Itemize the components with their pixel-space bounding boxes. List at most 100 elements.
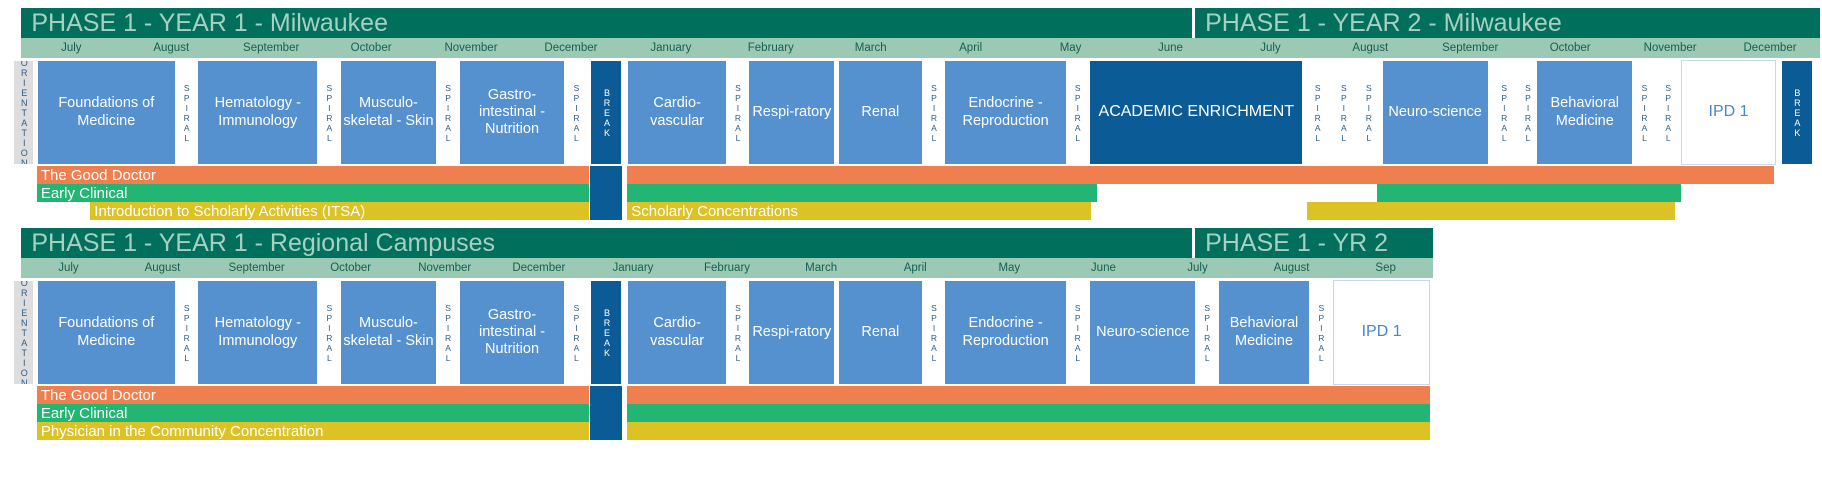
course-block-academic-enrichment[interactable]: ACADEMIC ENRICHMENT [1089, 60, 1304, 165]
course-block-break[interactable]: BREAK [590, 60, 623, 165]
course-block-respiratory[interactable]: Respi-ratory [748, 280, 836, 385]
thread-segment[interactable] [1376, 184, 1682, 202]
thread-segment[interactable]: Early Clinical [36, 184, 590, 202]
course-block-orientation[interactable]: ORIENTATION [13, 280, 35, 385]
month-label: August [1273, 262, 1310, 274]
month-label: December [544, 42, 598, 54]
course-block-spiral[interactable]: SPIRAL [1332, 60, 1355, 165]
course-block-spiral[interactable]: SPIRAL [923, 60, 945, 165]
course-block-spiral[interactable]: SPIRAL [318, 280, 340, 385]
thread-the-good-doctor: The Good Doctor [0, 386, 1822, 404]
course-block-spiral[interactable]: SPIRAL [318, 60, 340, 165]
course-block-spiral[interactable]: SPIRAL [727, 280, 749, 385]
course-block-endocrine-reproduction[interactable]: Endocrine - Reproduction [944, 60, 1067, 165]
course-block-spiral[interactable]: SPIRAL [1310, 280, 1332, 385]
month-label: August [144, 262, 181, 274]
course-block-spiral[interactable]: SPIRAL [175, 60, 198, 165]
thread-scholarly: Introduction to Scholarly Activities (IT… [0, 202, 1822, 220]
thread-segment[interactable] [590, 404, 623, 422]
course-block-spiral[interactable]: SPIRAL [1066, 280, 1089, 385]
course-block-break[interactable]: BREAK [1780, 60, 1813, 165]
course-block-spiral[interactable]: SPIRAL [923, 280, 945, 385]
month-label: October [330, 262, 372, 274]
course-block-hematology-immunology[interactable]: Hematology - Immunology [197, 60, 319, 165]
course-block-cardiovascular[interactable]: Cardio-vascular [627, 60, 728, 165]
thread-segment[interactable] [627, 404, 1431, 422]
thread-segment[interactable]: Early Clinical [36, 404, 590, 422]
course-block-behavioral-medicine[interactable]: Behavioral Medicine [1217, 280, 1311, 385]
course-block-foundations-of-medicine[interactable]: Foundations of Medicine [36, 60, 176, 165]
thread-segment[interactable] [1306, 202, 1676, 220]
course-block-foundations-of-medicine[interactable]: Foundations of Medicine [36, 280, 176, 385]
course-block-spiral[interactable]: SPIRAL [1196, 280, 1218, 385]
month-label: December [1743, 42, 1797, 54]
course-block-endocrine-reproduction[interactable]: Endocrine - Reproduction [944, 280, 1067, 385]
course-block-musculoskeletal-skin[interactable]: Musculo-skeletal - Skin [339, 60, 438, 165]
course-block-spiral[interactable]: SPIRAL [1493, 60, 1515, 165]
course-block-spiral[interactable]: SPIRAL [565, 280, 587, 385]
thread-segment[interactable] [627, 166, 1774, 184]
phase-title: PHASE 1 - YEAR 1 - Milwaukee [21, 8, 1192, 38]
thread-segment[interactable] [590, 386, 623, 404]
month-label: February [747, 42, 794, 54]
course-block-spiral[interactable]: SPIRAL [727, 60, 749, 165]
month-label: July [61, 42, 82, 54]
thread-the-good-doctor: The Good Doctor [0, 166, 1822, 184]
month-label: July [1260, 42, 1281, 54]
month-label: November [418, 262, 472, 274]
course-block-spiral[interactable]: SPIRAL [1657, 60, 1679, 165]
course-block-spiral[interactable]: SPIRAL [437, 280, 459, 385]
course-block-spiral[interactable]: SPIRAL [1066, 60, 1089, 165]
month-label: July [58, 262, 79, 274]
month-label: November [444, 42, 498, 54]
thread-segment[interactable]: The Good Doctor [36, 166, 590, 184]
course-block-orientation[interactable]: ORIENTATION [13, 60, 35, 165]
month-label: February [704, 262, 751, 274]
course-block-gastrointestinal-nutrition[interactable]: Gastro-intestinal - Nutrition [458, 280, 566, 385]
course-block-ipd-1[interactable]: IPD 1 [1332, 280, 1431, 385]
course-block-spiral[interactable]: SPIRAL [1306, 60, 1329, 165]
course-block-neuroscience[interactable]: Neuro-science [1381, 60, 1489, 165]
course-block-behavioral-medicine[interactable]: Behavioral Medicine [1536, 60, 1634, 165]
course-block-cardiovascular[interactable]: Cardio-vascular [627, 280, 728, 385]
thread-segment[interactable]: Scholarly Concentrations [627, 202, 1091, 220]
thread-segment[interactable] [627, 184, 1097, 202]
course-block-ipd-1[interactable]: IPD 1 [1681, 60, 1777, 165]
course-block-spiral[interactable]: SPIRAL [565, 60, 587, 165]
course-block-musculoskeletal-skin[interactable]: Musculo-skeletal - Skin [339, 280, 438, 385]
course-block-hematology-immunology[interactable]: Hematology - Immunology [197, 280, 319, 385]
course-block-spiral[interactable]: SPIRAL [1633, 60, 1655, 165]
course-block-gastrointestinal-nutrition[interactable]: Gastro-intestinal - Nutrition [458, 60, 566, 165]
course-block-renal[interactable]: Renal [837, 60, 924, 165]
thread-segment[interactable] [590, 202, 623, 220]
month-label: June [1090, 262, 1116, 274]
month-label: December [512, 262, 566, 274]
month-label: August [1352, 42, 1389, 54]
month-label: Sep [1375, 262, 1396, 274]
month-label: September [243, 42, 300, 54]
course-block-renal[interactable]: Renal [837, 280, 924, 385]
course-block-spiral[interactable]: SPIRAL [175, 280, 198, 385]
thread-segment[interactable] [590, 422, 623, 440]
month-label: April [903, 262, 927, 274]
course-block-neuroscience[interactable]: Neuro-science [1089, 280, 1197, 385]
thread-early-clinical: Early Clinical [0, 404, 1822, 422]
phase-title: PHASE 1 - YEAR 1 - Regional Campuses [21, 228, 1192, 258]
thread-segment[interactable]: The Good Doctor [36, 386, 590, 404]
thread-segment[interactable] [590, 184, 623, 202]
thread-segment[interactable] [590, 166, 623, 184]
course-block-respiratory[interactable]: Respi-ratory [748, 60, 836, 165]
course-block-spiral[interactable]: SPIRAL [1357, 60, 1380, 165]
course-block-spiral[interactable]: SPIRAL [437, 60, 459, 165]
month-label: January [650, 42, 692, 54]
course-block-break[interactable]: BREAK [590, 280, 623, 385]
thread-segment[interactable]: Physician in the Community Concentration [36, 422, 590, 440]
thread-segment[interactable] [627, 386, 1431, 404]
thread-segment[interactable]: Introduction to Scholarly Activities (IT… [90, 202, 590, 220]
month-label: November [1643, 42, 1697, 54]
month-label: July [1187, 262, 1208, 274]
thread-segment[interactable] [627, 422, 1431, 440]
